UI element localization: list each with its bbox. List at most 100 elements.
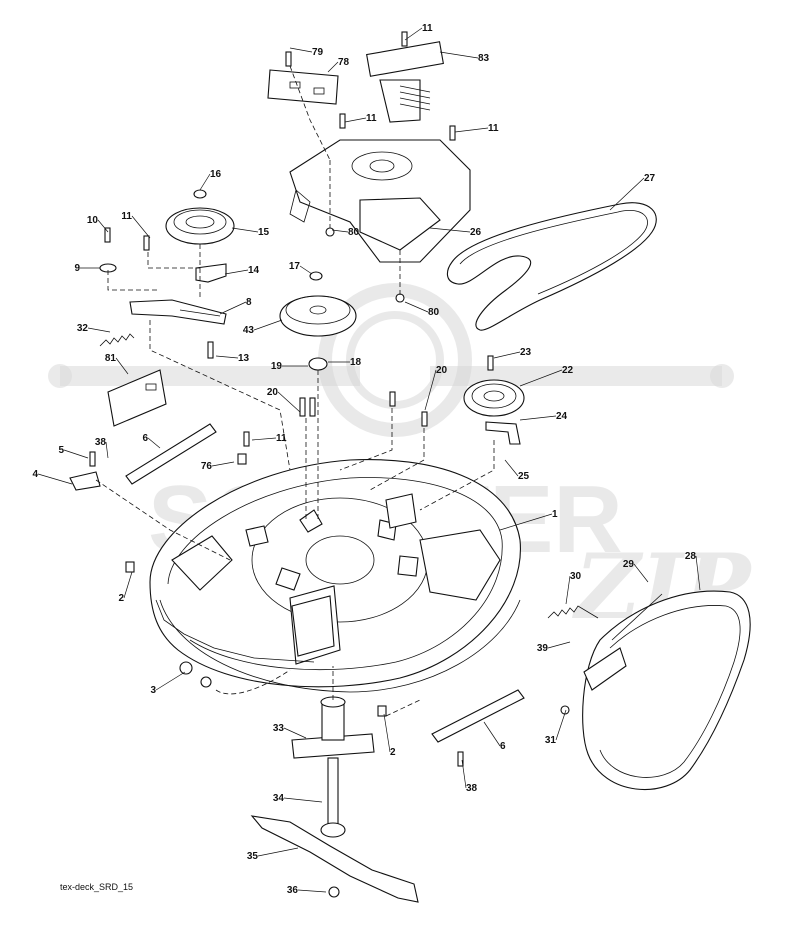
callout-leader <box>344 117 367 123</box>
callout-label: 6 <box>500 741 506 752</box>
callout-1: 1 <box>499 509 558 531</box>
blade-35 <box>250 815 419 903</box>
callout-leader <box>565 575 571 605</box>
callout-leader <box>115 357 129 375</box>
callout-label: 83 <box>478 53 490 64</box>
callout-leader <box>424 369 437 411</box>
callout-3: 3 <box>150 671 186 696</box>
callout-4: 4 <box>32 469 73 485</box>
callout-2: 2 <box>383 713 396 758</box>
arm-6-right <box>431 689 525 743</box>
callout-5: 5 <box>58 445 89 459</box>
callout-43: 43 <box>243 319 283 336</box>
callout-leader <box>123 571 133 599</box>
callout-label: 79 <box>312 47 324 58</box>
callout-27: 27 <box>609 173 656 211</box>
callout-leader <box>105 441 109 459</box>
callout-label: 20 <box>267 387 279 398</box>
callout-label: 31 <box>545 735 557 746</box>
callout-38: 38 <box>461 759 478 794</box>
callout-label: 20 <box>436 365 448 376</box>
callout-label: 11 <box>121 211 132 222</box>
callout-label: 25 <box>518 471 530 482</box>
callout-20: 20 <box>424 365 448 411</box>
callout-leader <box>439 51 479 59</box>
hardware <box>89 31 570 767</box>
callout-label: 81 <box>105 353 117 364</box>
callout-leader <box>215 355 239 359</box>
callout-label: 6 <box>142 433 148 444</box>
callout-6: 6 <box>142 433 161 449</box>
callout-leader <box>37 473 73 485</box>
pulley-43 <box>279 271 357 371</box>
callout-label: 2 <box>118 593 124 604</box>
callout-label: 38 <box>95 437 107 448</box>
callout-leader <box>331 229 349 233</box>
callout-76: 76 <box>201 461 235 472</box>
callout-34: 34 <box>273 793 323 804</box>
callout-31: 31 <box>545 709 567 746</box>
callout-label: 29 <box>623 559 635 570</box>
callout-leader <box>633 563 649 583</box>
callout-83: 83 <box>439 51 490 64</box>
callout-leader <box>297 889 327 893</box>
callout-leader <box>327 61 339 73</box>
callout-leader <box>547 641 571 649</box>
callout-label: 1 <box>552 509 558 520</box>
callout-label: 43 <box>243 325 255 336</box>
pulley-22 <box>463 379 525 445</box>
callout-8: 8 <box>219 297 252 315</box>
callout-label: 34 <box>273 793 285 804</box>
spindle-assembly <box>291 696 375 838</box>
callout-79: 79 <box>289 47 324 58</box>
callout-28: 28 <box>685 551 701 591</box>
callout-leader <box>404 301 429 313</box>
callout-label: 11 <box>488 123 499 134</box>
callout-label: 80 <box>348 227 360 238</box>
callout-label: 11 <box>366 113 377 124</box>
rod-29 <box>611 593 663 641</box>
callout-leader <box>504 459 519 477</box>
callout-leader <box>499 513 553 531</box>
callout-11: 11 <box>251 433 287 444</box>
callout-15: 15 <box>231 227 270 238</box>
callout-leader <box>283 727 307 739</box>
callout-leader <box>211 461 235 467</box>
callout-label: 38 <box>466 783 478 794</box>
callout-30: 30 <box>565 571 582 605</box>
spring-32 <box>99 333 135 347</box>
callout-label: 35 <box>247 851 259 862</box>
callout-leader <box>219 301 247 315</box>
callout-leader <box>454 127 489 133</box>
callout-label: 19 <box>271 361 283 372</box>
callout-leader <box>131 215 151 239</box>
callout-leader <box>609 177 645 211</box>
callout-14: 14 <box>224 265 260 276</box>
callout-leader <box>277 391 301 413</box>
callout-18: 18 <box>328 357 362 368</box>
grass-chute <box>582 590 751 790</box>
callout-label: 8 <box>246 297 252 308</box>
callout-29: 29 <box>623 559 649 583</box>
callout-leader <box>87 327 111 333</box>
callout-leader <box>483 721 501 747</box>
callout-38: 38 <box>95 437 109 459</box>
callout-16: 16 <box>199 169 222 191</box>
callout-36: 36 <box>287 885 327 896</box>
callout-leader <box>199 173 211 191</box>
callout-80: 80 <box>331 227 360 238</box>
callout-label: 23 <box>520 347 532 358</box>
callout-leader <box>251 437 277 441</box>
callout-label: 17 <box>289 261 301 272</box>
callout-leader <box>253 319 283 331</box>
callout-33: 33 <box>273 723 307 739</box>
callout-label: 2 <box>390 747 396 758</box>
pulley-15 <box>165 189 235 245</box>
callout-label: 78 <box>338 57 350 68</box>
callout-25: 25 <box>504 459 530 482</box>
callout-78: 78 <box>327 57 350 73</box>
decal-78 <box>267 69 339 105</box>
callout-label: 76 <box>201 461 213 472</box>
